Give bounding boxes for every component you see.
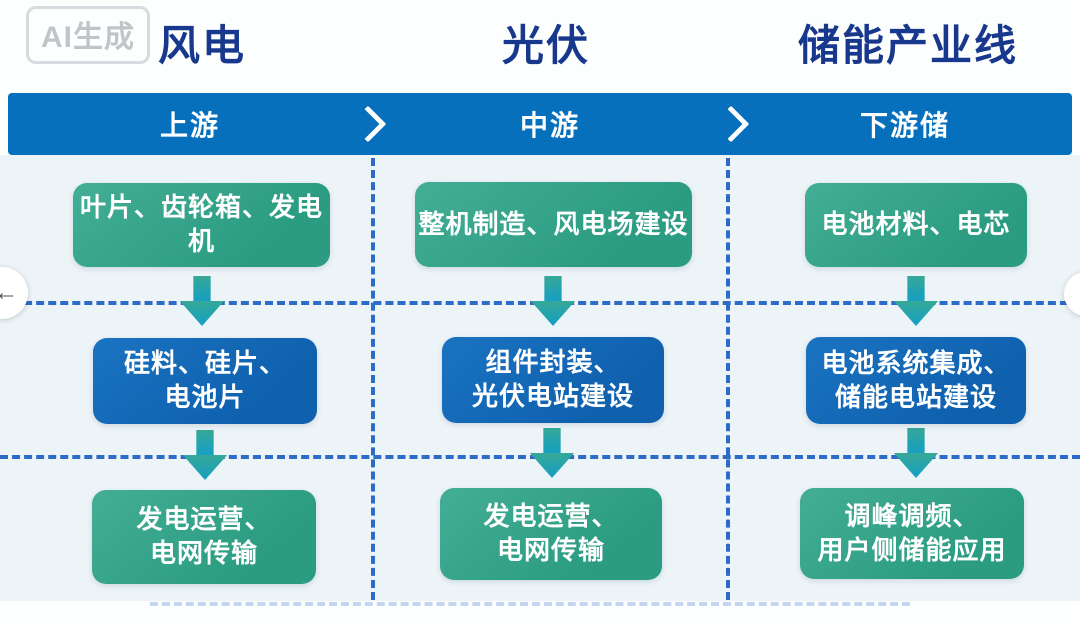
node-label: 电池系统集成、 储能电站建设 [821,347,1011,412]
node-wind-downstream: 发电运营、 电网传输 [92,490,316,584]
down-arrow-icon [182,430,228,480]
node-label: 组件封装、 光伏电站建设 [471,347,634,411]
node-label: 调峰调频、 用户侧储能应用 [817,500,1007,565]
node-pv-midstream: 组件封装、 光伏电站建设 [442,337,664,423]
chevron-right-icon [349,105,387,143]
node-wind-midstream: 硅料、硅片、 电池片 [93,338,317,424]
node-pv-upstream: 整机制造、风电场建设 [415,182,692,267]
node-storage-downstream: 调峰调频、 用户侧储能应用 [800,488,1024,579]
dashed-bottom-divider [150,602,910,606]
down-arrow-icon [530,276,576,326]
stage-label-downstream: 下游储 [859,110,951,141]
column-title-wind: 风电 [157,22,247,69]
node-label: 叶片、齿轮箱、发电机 [79,192,323,256]
node-label: 发电运营、 电网传输 [483,501,619,565]
stage-label-upstream: 上游 [159,110,221,141]
node-storage-midstream: 电池系统集成、 储能电站建设 [806,337,1026,424]
left-arrow-icon: ← [0,279,18,306]
down-arrow-icon [529,428,575,478]
node-pv-downstream: 发电运营、 电网传输 [440,488,662,580]
dashed-column-divider [726,158,730,600]
column-title-pv: 光伏 [501,22,591,69]
ai-generated-watermark: AI生成 [26,6,150,64]
carousel-next-button[interactable] [1064,272,1080,316]
node-label: 硅料、硅片、 电池片 [123,348,286,412]
node-label: 整机制造、风电场建设 [418,208,689,239]
column-title-storage: 储能产业线 [797,22,1019,69]
stage-header-bar: 上游 中游 下游储 [8,93,1072,155]
down-arrow-icon [893,276,939,326]
node-storage-upstream: 电池材料、电芯 [805,183,1027,267]
node-label: 电池材料、电芯 [821,209,1011,240]
stage-label-midstream: 中游 [519,110,581,141]
dashed-column-divider [371,158,375,600]
node-label: 发电运营、 电网传输 [136,504,272,568]
node-wind-upstream: 叶片、齿轮箱、发电机 [73,183,330,267]
chevron-right-icon [712,105,750,143]
down-arrow-icon [179,276,225,326]
down-arrow-icon [893,428,939,478]
